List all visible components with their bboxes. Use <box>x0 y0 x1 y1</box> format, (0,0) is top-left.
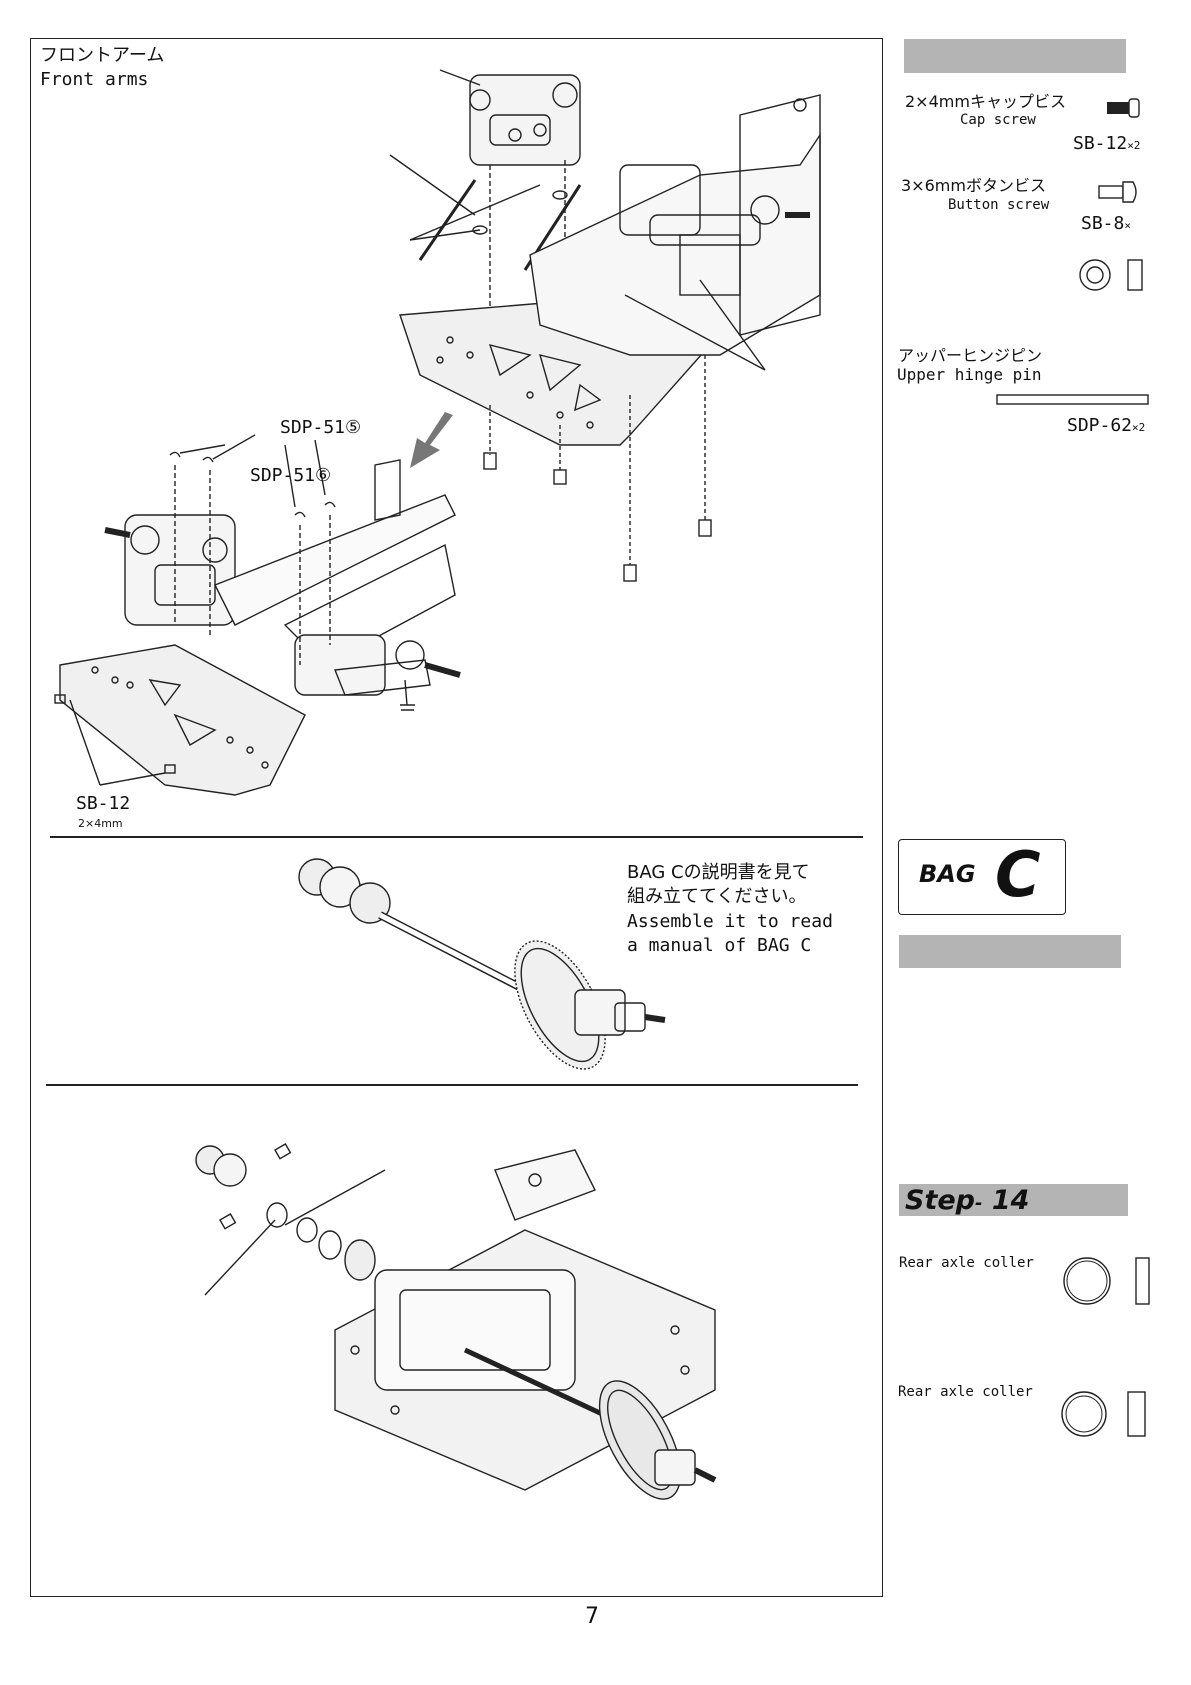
bag-note-en-1: Assemble it to read <box>627 911 833 933</box>
part-name-en: Upper hinge pin <box>897 365 1042 385</box>
part-name-jp: 3×6mmボタンビス <box>901 176 1046 196</box>
collar-icon <box>1063 1255 1153 1307</box>
bag-note-en-2: a manual of BAG C <box>627 935 811 957</box>
part-code: SB-12×2 <box>1073 133 1140 157</box>
callout-sdp51-5: SDP-51⑤ <box>280 417 361 439</box>
section-title-en: Front arms <box>40 69 148 91</box>
bag-note-jp-1: BAG Cの説明書を見て <box>627 862 810 884</box>
callout-sb12-size: 2×4mm <box>78 817 123 830</box>
part-name-jp: 2×4mmキャップビス <box>905 92 1066 112</box>
page-number: 7 <box>585 1604 599 1629</box>
parts-header-bar <box>904 39 1126 73</box>
rear-assembly-illustration <box>195 1150 765 1560</box>
parts-header-bar <box>899 935 1121 968</box>
callout-sdp51-6: SDP-51⑥ <box>250 465 331 487</box>
step14-part-name: Rear axle coller <box>898 1383 1033 1401</box>
step-14-header: Step- 14 <box>899 1184 1128 1216</box>
section-divider <box>46 1084 858 1086</box>
part-code: SB-8× <box>1081 213 1131 237</box>
part-name-jp: アッパーヒンジピン <box>898 346 1042 366</box>
bag-c-badge-letter: C <box>995 838 1041 911</box>
part-name-en: Cap screw <box>960 111 1036 129</box>
bag-c-badge: BAG C <box>898 839 1066 915</box>
step14-part-name: Rear axle coller <box>899 1254 1034 1272</box>
step-label: Step- 14 <box>905 1185 1029 1216</box>
front-arm-assembled-illustration <box>55 455 495 800</box>
section-divider <box>50 836 863 838</box>
part-code: SDP-62×2 <box>1067 415 1145 439</box>
callout-sb12: SB-12 <box>76 793 130 815</box>
cap-screw-icon <box>1105 97 1141 119</box>
section-title-jp: フロントアーム <box>40 45 164 67</box>
bag-c-badge-word: BAG <box>919 860 976 888</box>
part-name-en: Button screw <box>948 196 1049 214</box>
bag-note-jp-2: 組み立ててください。 <box>627 886 806 908</box>
collar-icon <box>1060 1390 1150 1438</box>
washer-icon <box>1078 257 1148 293</box>
hinge-pin-icon <box>996 393 1150 407</box>
button-screw-icon <box>1097 180 1139 204</box>
rear-axle-illustration <box>295 855 675 1070</box>
